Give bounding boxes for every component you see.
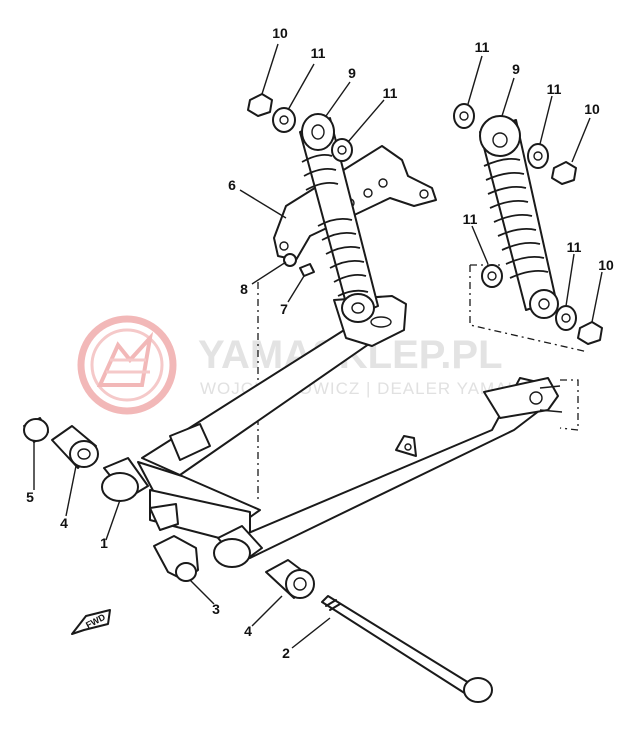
leader-lines <box>33 43 603 649</box>
callout-4: 4 <box>60 515 68 531</box>
nut-10-top-left <box>247 93 273 117</box>
right-shock-absorber <box>479 115 559 319</box>
hardware <box>247 93 603 345</box>
callout-10: 10 <box>584 101 600 117</box>
callout-5: 5 <box>26 489 34 505</box>
callout-10: 10 <box>272 25 288 41</box>
swing-arm <box>101 295 563 568</box>
callout-11: 11 <box>383 85 398 101</box>
callout-7: 7 <box>280 301 288 317</box>
callout-4: 4 <box>244 623 252 639</box>
callout-2: 2 <box>282 645 290 661</box>
callout-9: 9 <box>348 65 356 81</box>
callout-labels: 10 11 9 11 6 8 7 11 9 11 10 11 11 10 5 4… <box>26 25 614 661</box>
callout-3: 3 <box>212 601 220 617</box>
callout-9: 9 <box>512 61 520 77</box>
washer-8 <box>283 253 297 267</box>
bolt-7 <box>299 263 315 277</box>
yamaha-logo-icon <box>77 315 177 415</box>
callout-8: 8 <box>240 281 248 297</box>
nut-10-right-upper <box>551 161 577 185</box>
dust-seal-5 <box>23 418 49 442</box>
callout-1: 1 <box>100 535 108 551</box>
callout-11: 11 <box>547 81 562 97</box>
washer-11-d <box>527 143 549 169</box>
callout-10: 10 <box>598 257 614 273</box>
nut-10-right-lower <box>577 321 603 345</box>
callout-11: 11 <box>463 211 478 227</box>
washer-11-f <box>555 305 577 331</box>
callout-11: 11 <box>567 239 582 255</box>
washer-11-b <box>331 138 353 162</box>
pivot-shaft <box>321 595 493 703</box>
callout-11: 11 <box>475 39 490 55</box>
fwd-arrow-icon: FWD <box>71 609 111 635</box>
left-shock-absorber <box>299 113 379 323</box>
callout-6: 6 <box>228 177 236 193</box>
callout-11: 11 <box>311 45 326 61</box>
washer-11-e <box>481 264 503 288</box>
washer-11-c <box>453 103 475 129</box>
bushings <box>23 417 315 599</box>
washer-11-a <box>272 107 296 133</box>
